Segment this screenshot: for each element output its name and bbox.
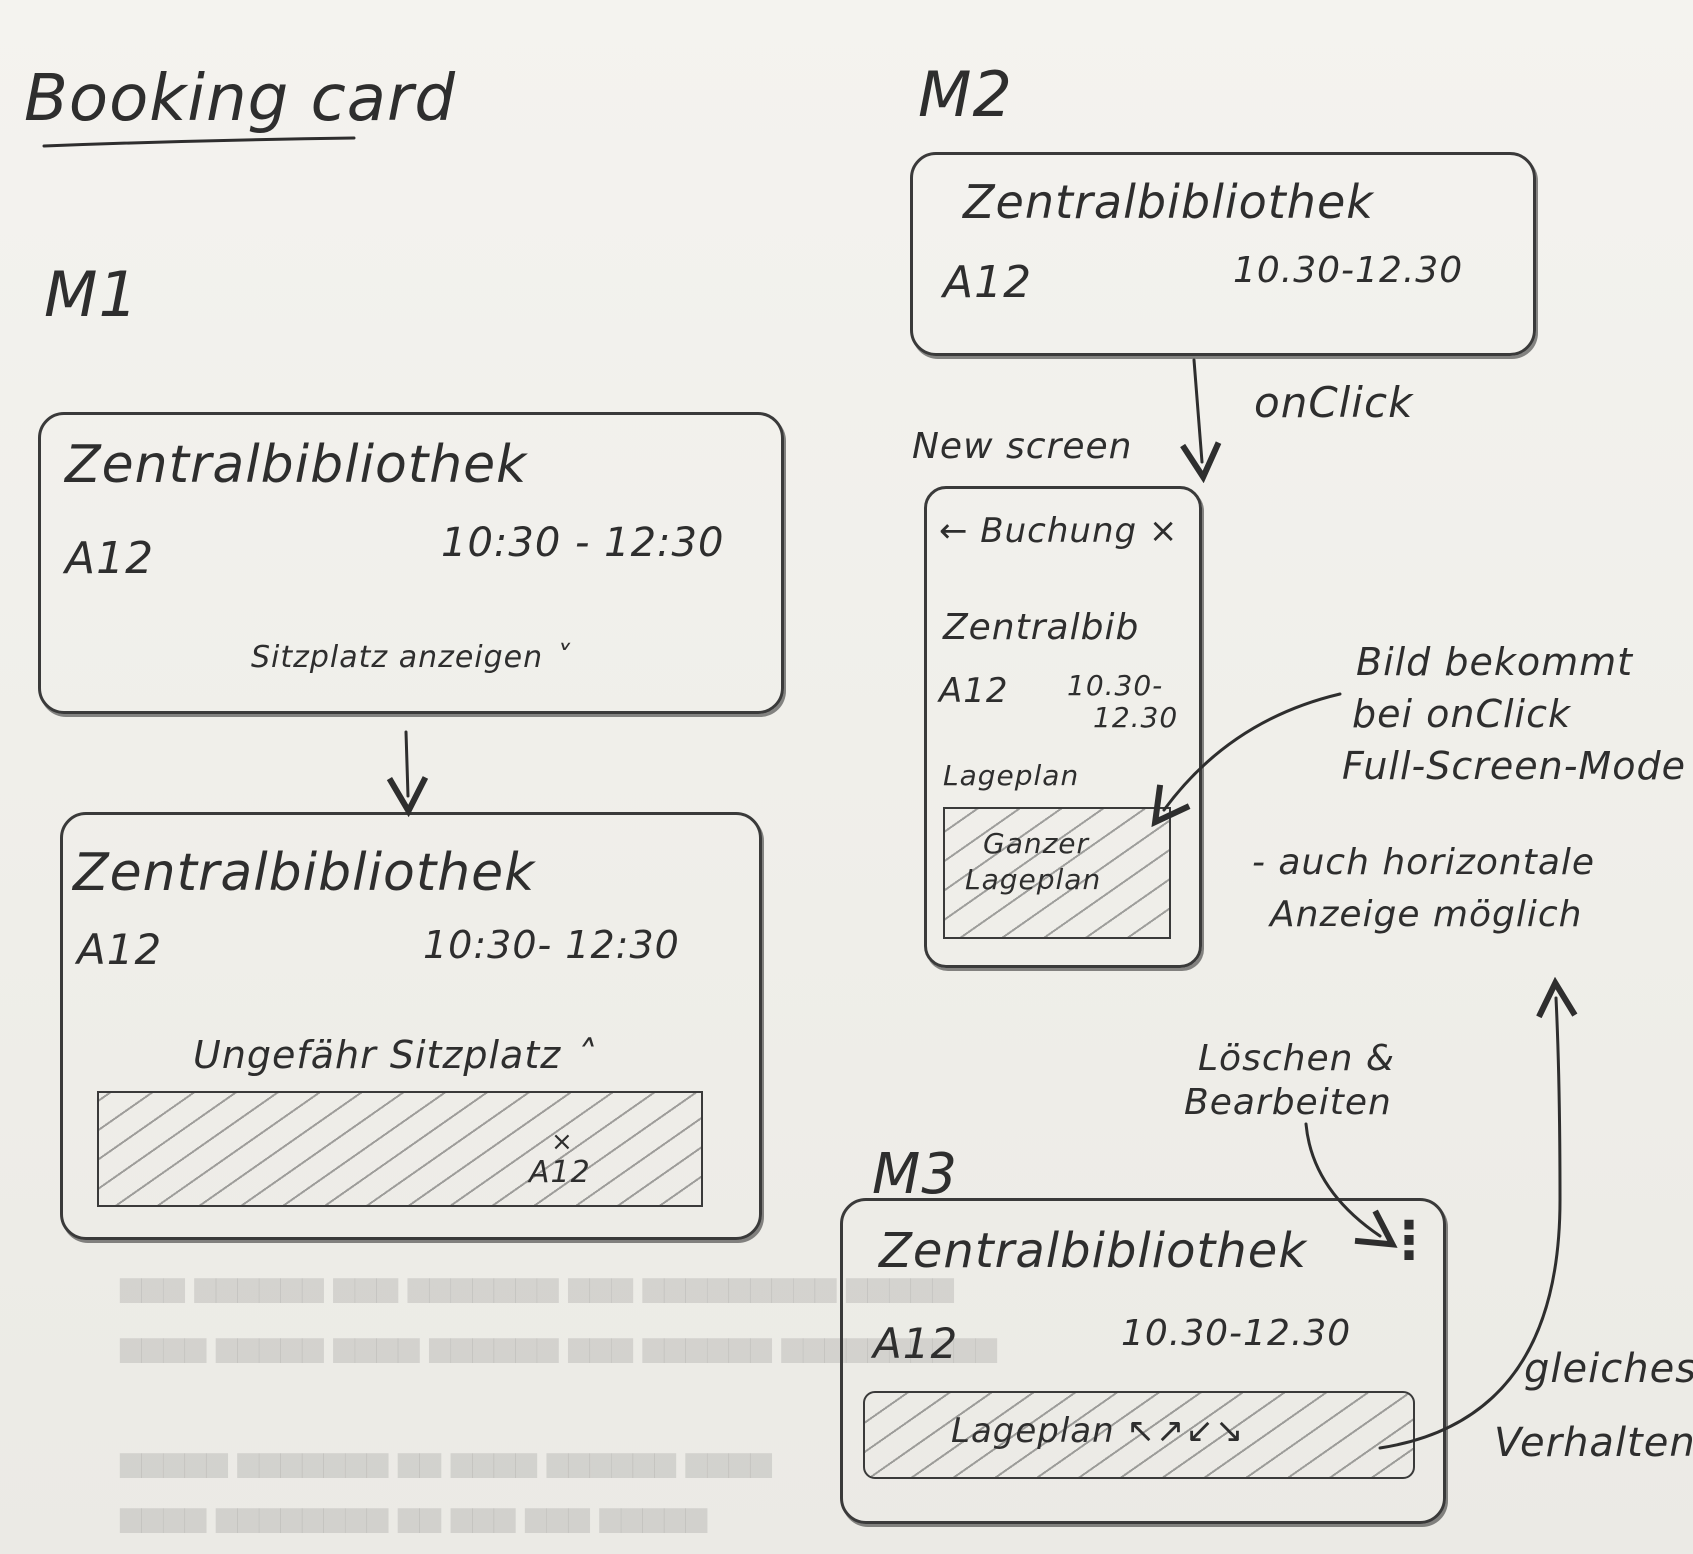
note-fullscreen: bei onClick xyxy=(1352,692,1572,736)
library-name: Zentralbibliothek xyxy=(879,1223,1308,1279)
time-range: 10:30 - 12:30 xyxy=(441,520,725,566)
note-delete-edit: Bearbeiten xyxy=(1184,1082,1392,1123)
seat-number: A12 xyxy=(77,925,163,974)
screen-header[interactable]: ← Buchung × xyxy=(939,511,1179,551)
seat-number: A12 xyxy=(65,533,155,584)
seat-number: A12 xyxy=(873,1319,959,1368)
section-label-m1: M1 xyxy=(44,258,139,331)
m2-onclick-arrow xyxy=(1194,358,1202,462)
booking-card-m2[interactable]: Zentralbibliothek A12 10.30-12.30 xyxy=(910,152,1536,356)
booking-detail-screen: ← Buchung × Zentralbib A12 10.30- 12.30 … xyxy=(924,486,1202,968)
time-range: 10:30- 12:30 xyxy=(423,923,680,967)
onclick-label: onClick xyxy=(1254,378,1414,427)
library-name: Zentralbibliothek xyxy=(73,843,536,903)
library-name: Zentralbib xyxy=(943,607,1140,648)
delete-edit-arrow xyxy=(1304,1122,1380,1236)
note-delete-edit: Löschen & xyxy=(1198,1038,1395,1079)
map-placeholder: Lageplan xyxy=(965,863,1102,896)
m1-expand-arrow xyxy=(406,730,408,796)
booking-card-collapsed[interactable]: Zentralbibliothek A12 10:30 - 12:30 Sitz… xyxy=(38,412,784,714)
bleed-through-text: ▆▆▆▆ ▆▆▆▆▆▆▆▆ ▆▆ ▆▆▆ ▆▆▆ ▆▆▆▆▆ xyxy=(120,1500,708,1533)
bleed-through-text: ▆▆▆▆▆ ▆▆▆▆▆▆▆ ▆▆ ▆▆▆▆ ▆▆▆▆▆▆ ▆▆▆▆ xyxy=(120,1445,772,1478)
seat-number: A12 xyxy=(939,671,1009,711)
time-end: 12.30 xyxy=(1093,701,1179,734)
map-label: Lageplan xyxy=(943,759,1080,792)
map-label-expand: Lageplan ↖↗↙↘ xyxy=(951,1411,1245,1451)
time-start: 10.30- xyxy=(1067,669,1164,702)
map-preview-image[interactable]: Lageplan ↖↗↙↘ xyxy=(863,1391,1415,1479)
booking-card-expanded[interactable]: Zentralbibliothek A12 10:30- 12:30 Ungef… xyxy=(60,812,762,1240)
new-screen-label: New screen xyxy=(912,426,1133,467)
seat-number: A12 xyxy=(943,257,1033,308)
bleed-through-text: ▆▆▆▆ ▆▆▆▆▆ ▆▆▆▆ ▆▆▆▆▆▆ ▆▆▆ ▆▆▆▆▆▆ ▆▆▆▆▆▆… xyxy=(120,1330,997,1363)
note-map-arrow xyxy=(1164,692,1342,810)
note-same-behavior: Verhalten xyxy=(1494,1420,1693,1466)
page-title: Booking card xyxy=(24,62,456,136)
section-label-m3: M3 xyxy=(872,1142,958,1207)
booking-card-m3[interactable]: Zentralbibliothek ⋮ A12 10.30-12.30 Lage… xyxy=(840,1198,1446,1524)
note-horizontal: - auch horizontale xyxy=(1252,842,1596,883)
time-range: 10.30-12.30 xyxy=(1233,250,1464,291)
marker-x-icon: × xyxy=(551,1127,574,1157)
note-fullscreen: Full-Screen-Mode xyxy=(1342,744,1686,788)
title-underline xyxy=(42,136,356,148)
same-behavior-arrow xyxy=(1378,998,1560,1450)
note-fullscreen: Bild bekommt xyxy=(1356,640,1634,684)
section-label-m2: M2 xyxy=(918,58,1013,131)
library-name: Zentralbibliothek xyxy=(65,435,528,495)
map-placeholder: Ganzer xyxy=(983,827,1090,860)
approx-seat-toggle[interactable]: Ungefähr Sitzplatz ˄ xyxy=(193,1033,595,1077)
time-range: 10.30-12.30 xyxy=(1121,1313,1352,1354)
note-same-behavior: gleiches xyxy=(1524,1346,1693,1392)
seat-map-image[interactable]: A12 × xyxy=(97,1091,703,1207)
bleed-through-text: ▆▆▆ ▆▆▆▆▆▆ ▆▆▆ ▆▆▆▆▆▆▆ ▆▆▆ ▆▆▆▆▆▆▆▆▆ ▆▆▆… xyxy=(120,1270,954,1303)
show-seat-toggle[interactable]: Sitzplatz anzeigen ˅ xyxy=(251,640,570,675)
library-name: Zentralbibliothek xyxy=(963,175,1374,229)
note-horizontal: Anzeige möglich xyxy=(1270,894,1583,935)
seat-marker: A12 xyxy=(529,1155,591,1190)
full-map-image[interactable]: Ganzer Lageplan xyxy=(943,807,1171,939)
